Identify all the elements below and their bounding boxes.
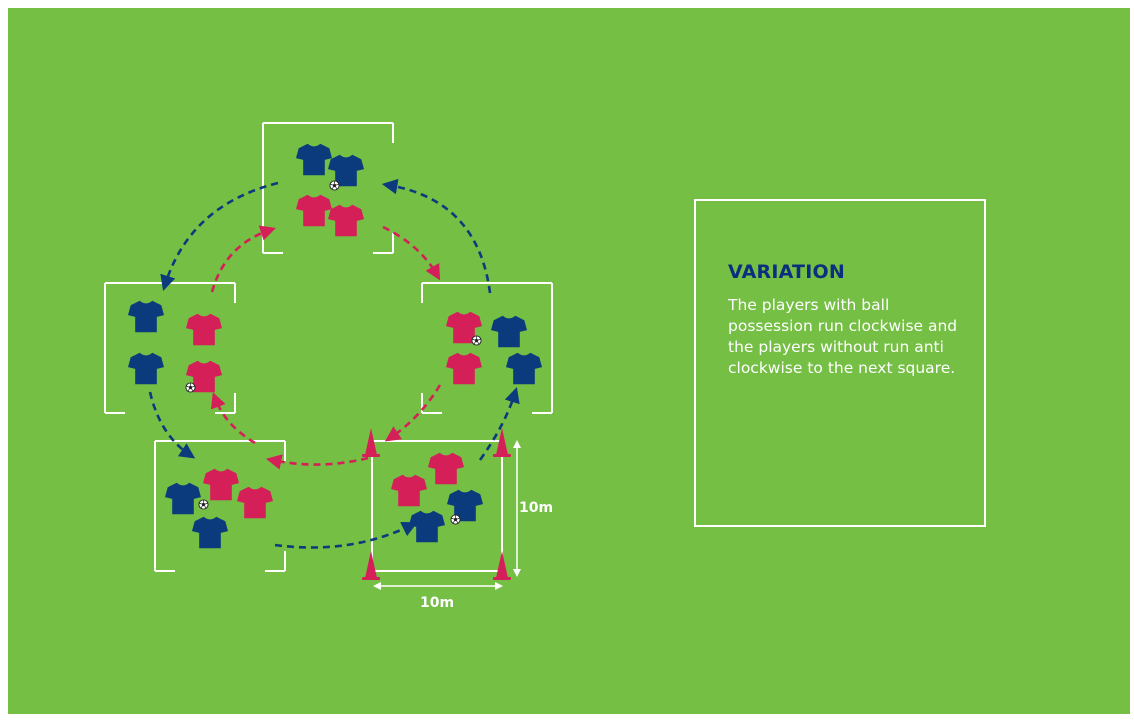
blue-player-shirt-icon (128, 300, 164, 333)
soccer-ball-icon (198, 499, 209, 510)
variation-description: The players with ball possession run clo… (728, 296, 958, 377)
cone-icon (493, 551, 511, 580)
pitch-background (8, 8, 1130, 714)
blue-player-shirt-icon (192, 516, 228, 549)
red-player-shirt-icon (446, 352, 482, 385)
blue-run-arrows (148, 178, 520, 549)
square-right (421, 282, 553, 414)
blue-player-shirt-icon (296, 143, 332, 176)
blue-arrow-bottomleft-to-bottomright (274, 522, 418, 549)
square-left (104, 282, 236, 414)
red-run-arrows (210, 225, 442, 470)
variation-info-box: VARIATION The players with ball possessi… (694, 199, 986, 527)
red-player-shirt-icon (428, 452, 464, 485)
dimension-arrow-icon (373, 582, 381, 590)
blue-arrow-left-to-bottomleft (148, 391, 196, 459)
blue-player-shirt-icon (491, 315, 527, 348)
red-player-shirt-icon (328, 204, 364, 237)
soccer-ball-icon (450, 514, 461, 525)
blue-player-shirt-icon (409, 510, 445, 543)
horizontal-dimension-label: 10m (420, 595, 454, 611)
cone-icon (493, 428, 511, 457)
red-player-shirt-icon (203, 468, 239, 501)
red-player-shirt-icon (237, 486, 273, 519)
dimension-arrow-icon (495, 582, 503, 590)
grid-squares (104, 122, 553, 572)
red-player-shirt-icon (391, 474, 427, 507)
variation-title: VARIATION (728, 261, 845, 283)
cones (362, 428, 511, 580)
players (128, 143, 542, 549)
red-arrow-right-to-bottomright (384, 384, 442, 442)
vertical-dimension-label: 10m (519, 500, 553, 516)
square-bottom-left (154, 440, 286, 572)
blue-arrow-right-to-top (381, 178, 492, 294)
cone-icon (362, 428, 380, 457)
red-arrow-bottomleft-to-left (210, 392, 256, 445)
red-player-shirt-icon (186, 313, 222, 346)
blue-player-shirt-icon (128, 352, 164, 385)
red-arrow-bottomright-to-bottomleft (265, 454, 369, 470)
square-top (262, 122, 394, 254)
soccer-ball-icon (329, 180, 340, 191)
blue-player-shirt-icon (165, 482, 201, 515)
dimension-arrow-icon (513, 569, 521, 577)
soccer-ball-icon (471, 335, 482, 346)
red-arrow-top-to-right (382, 225, 441, 281)
blue-arrow-bottomright-to-right (478, 387, 520, 461)
cone-icon (362, 551, 380, 580)
dimension-lines (373, 440, 521, 590)
dimension-arrow-icon (513, 440, 521, 448)
blue-player-shirt-icon (506, 352, 542, 385)
soccer-ball-icon (185, 382, 196, 393)
red-player-shirt-icon (296, 194, 332, 227)
